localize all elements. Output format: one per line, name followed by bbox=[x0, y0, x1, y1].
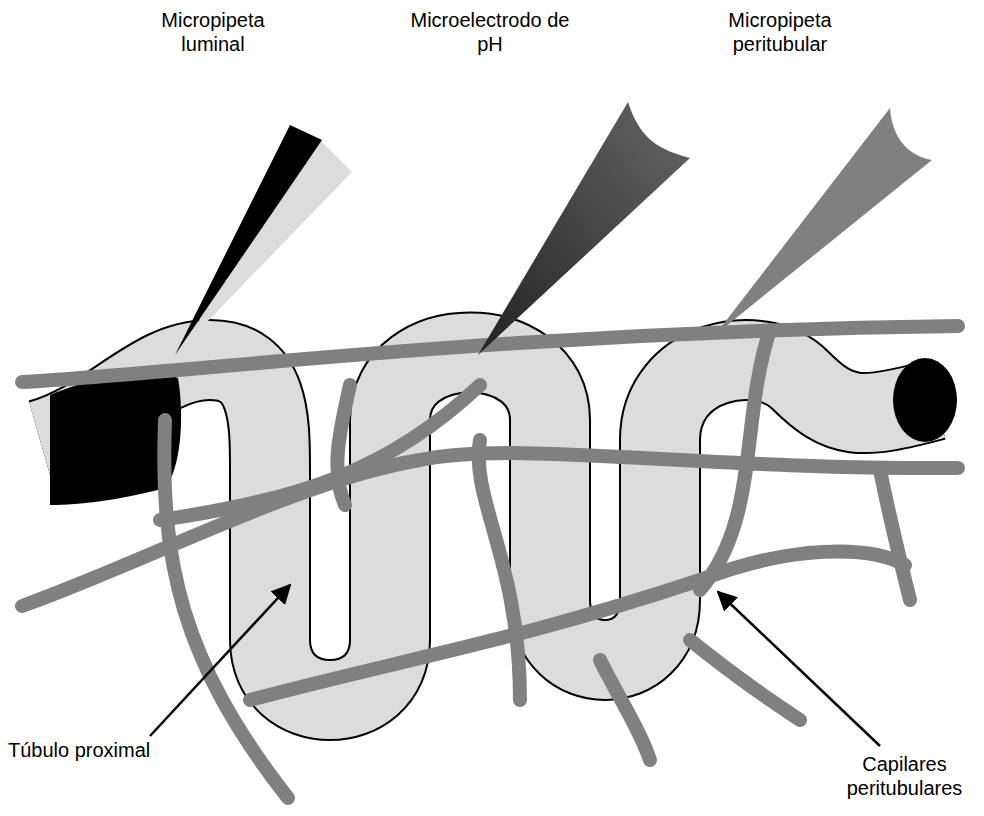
part-label: Microelectrodo de pH bbox=[395, 8, 585, 56]
leader-arrow bbox=[150, 585, 290, 736]
proximal-tubule bbox=[40, 353, 957, 701]
part-label: Micropipeta luminal bbox=[138, 8, 288, 56]
peritubular-capillaries bbox=[22, 326, 958, 798]
ph-microelectrode bbox=[478, 102, 690, 355]
tubule-end bbox=[893, 358, 957, 442]
luminal-micropipette bbox=[175, 125, 322, 355]
luminal-micropipette bbox=[178, 140, 352, 352]
part-label: Micropipeta peritubular bbox=[695, 8, 865, 56]
part-label: Capilares peritubulares bbox=[832, 752, 977, 800]
part-label: Túbulo proximal bbox=[8, 738, 150, 762]
leader-arrow bbox=[718, 592, 880, 746]
peritubular-micropipette bbox=[715, 108, 932, 335]
